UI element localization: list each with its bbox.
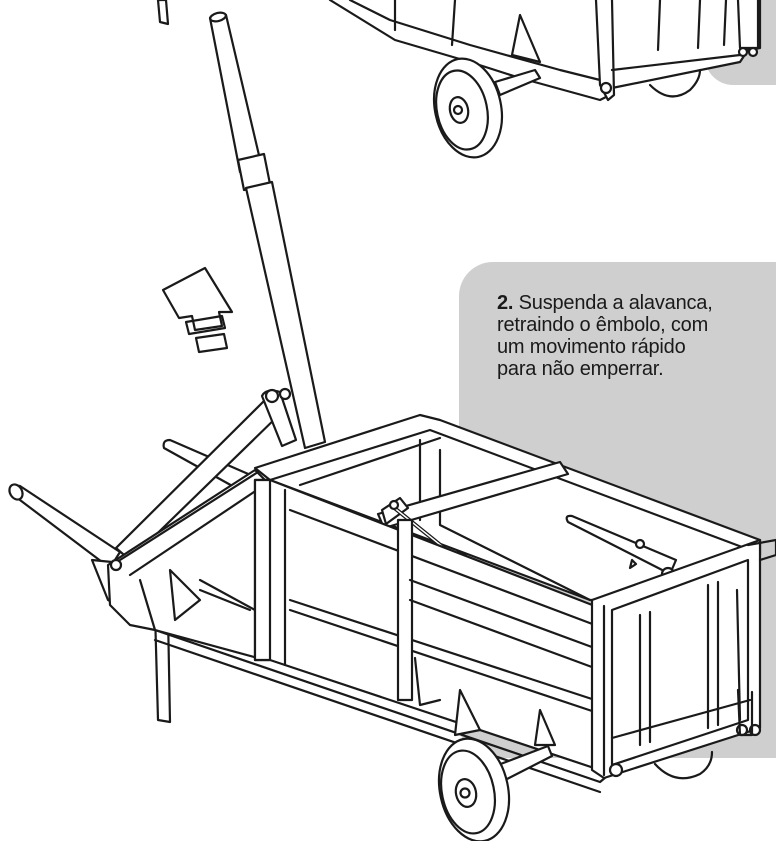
instruction-line-3: um movimento rápido [497, 336, 686, 358]
instruction-line-2: retraindo o êmbolo, com [497, 314, 709, 336]
step-number: 2. [497, 292, 514, 314]
wheel [437, 737, 511, 841]
lever-handle [208, 11, 327, 450]
step-instruction: 2. Suspenda a alavanca, retraindo o êmbo… [497, 292, 776, 380]
instruction-line-4: para não emperrar. [497, 358, 664, 380]
instruction-line-1: 2. Suspenda a alavanca, [497, 292, 713, 314]
up-arrow-icon [161, 266, 234, 354]
